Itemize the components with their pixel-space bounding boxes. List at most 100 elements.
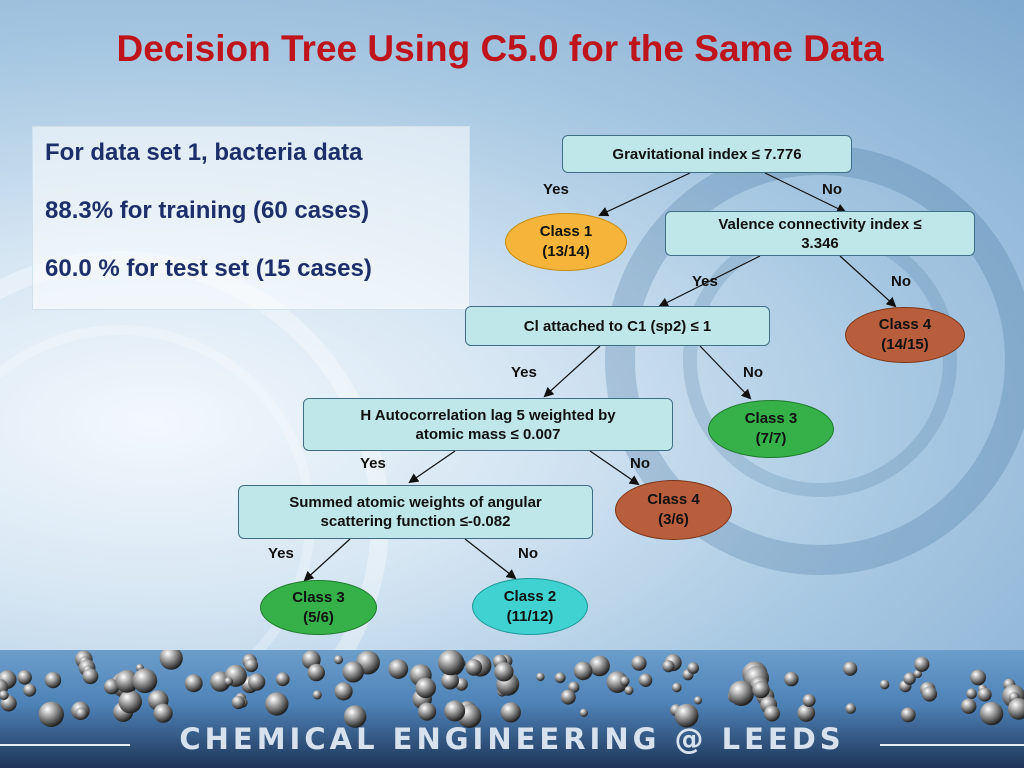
sphere-decoration <box>265 692 289 716</box>
edge-node2-node3 <box>658 255 761 307</box>
sphere-decoration <box>494 662 514 682</box>
sphere-decoration <box>465 659 483 676</box>
node-h-autocorrelation: H Autocorrelation lag 5 weighted by atom… <box>303 398 673 451</box>
sphere-decoration <box>977 687 992 702</box>
sphere-decoration <box>444 700 466 722</box>
sphere-decoration <box>784 671 799 687</box>
sphere-decoration <box>900 707 916 723</box>
info-dataset: For data set 1, bacteria data <box>45 139 363 166</box>
node-h-autocorrelation-line2: atomic mass ≤ 0.007 <box>415 425 561 443</box>
edge-node1-node2 <box>764 172 847 213</box>
sphere-decoration <box>845 703 856 714</box>
sphere-decoration <box>843 661 858 676</box>
info-box: For data set 1, bacteria data 88.3% for … <box>32 126 470 310</box>
edge-label-no: No <box>822 181 842 198</box>
sphere-decoration <box>23 683 37 697</box>
leaf-class4-b: Class 4 (3/6) <box>615 480 732 540</box>
sphere-decoration <box>802 694 816 707</box>
sphere-decoration <box>307 663 325 682</box>
sphere-decoration <box>75 707 88 720</box>
sphere-decoration <box>312 690 322 700</box>
edge-label-yes: Yes <box>268 545 294 562</box>
sphere-decoration <box>589 655 610 677</box>
leaf-class3-a: Class 3 (7/7) <box>708 400 834 458</box>
molecule-spheres <box>0 646 1024 728</box>
leaf-class4-b-count: (3/6) <box>658 511 689 528</box>
footer-rule-right <box>880 744 1024 746</box>
sphere-decoration <box>624 685 634 695</box>
node-h-autocorrelation-line1: H Autocorrelation lag 5 weighted by <box>360 406 616 424</box>
sphere-decoration <box>1007 698 1024 720</box>
sphere-decoration <box>961 698 977 714</box>
sphere-decoration <box>342 661 364 683</box>
leaf-class3-a-label: Class 3 <box>744 410 798 427</box>
node-gravitational-index: Gravitational index ≤ 7.776 <box>562 135 852 173</box>
slide-title: Decision Tree Using C5.0 for the Same Da… <box>116 28 884 69</box>
sphere-decoration <box>966 688 977 699</box>
footer-rule-left <box>0 744 130 746</box>
edge-label-no: No <box>518 545 538 562</box>
info-test: 60.0 % for test set (15 cases) <box>45 255 372 282</box>
sphere-decoration <box>662 660 675 673</box>
sphere-decoration <box>638 673 653 687</box>
sphere-decoration <box>536 672 545 682</box>
sphere-decoration <box>334 682 353 701</box>
edge-label-yes: Yes <box>360 455 386 472</box>
leaf-class4-b-label: Class 4 <box>647 491 700 508</box>
edge-label-yes: Yes <box>692 273 718 290</box>
sphere-decoration <box>674 703 699 728</box>
sphere-decoration <box>914 656 930 672</box>
sphere-decoration <box>184 674 203 693</box>
edge-node2-class4 <box>839 255 897 308</box>
sphere-decoration <box>797 704 816 722</box>
sphere-decoration <box>82 668 99 685</box>
footer-band <box>0 646 1024 768</box>
node-summed-atomic-weights: Summed atomic weights of angular scatter… <box>238 485 593 539</box>
sphere-decoration <box>334 655 343 665</box>
edge-node4-class4b <box>589 450 640 486</box>
leaf-class4-a-label: Class 4 <box>878 316 932 333</box>
node-cl-attached: Cl attached to C1 (sp2) ≤ 1 <box>465 306 770 346</box>
sphere-decoration <box>913 669 922 679</box>
sphere-decoration <box>441 671 459 690</box>
sphere-decoration <box>17 670 32 685</box>
sphere-decoration <box>159 646 183 670</box>
leaf-class4-a-count: (14/15) <box>881 336 929 353</box>
sphere-decoration <box>132 668 158 693</box>
sphere-decoration <box>687 662 699 674</box>
sphere-decoration <box>979 701 1004 726</box>
sphere-decoration <box>631 655 647 671</box>
sphere-decoration <box>418 702 437 721</box>
edge-node1-class1 <box>598 172 691 217</box>
sphere-decoration <box>438 649 464 676</box>
edge-node5-class3b <box>303 538 351 582</box>
sphere-decoration <box>554 672 566 684</box>
leaf-class1-label: Class 1 <box>539 223 593 240</box>
sphere-decoration <box>620 676 630 686</box>
edge-label-no: No <box>630 455 650 472</box>
sphere-decoration <box>153 703 173 723</box>
sphere-decoration <box>764 705 780 722</box>
footer-brand: CHEMICAL ENGINEERING @ LEEDS <box>179 722 845 756</box>
sphere-decoration <box>44 671 62 689</box>
leaf-class1: Class 1 (13/14) <box>505 213 627 271</box>
node-valence-label-line2: 3.346 <box>801 234 839 252</box>
sphere-decoration <box>921 686 938 702</box>
leaf-class2: Class 2 (11/12) <box>472 578 588 635</box>
sphere-decoration <box>672 682 682 693</box>
leaf-class1-count: (13/14) <box>542 243 590 260</box>
edge-node3-class3 <box>699 345 752 400</box>
edge-node4-node5 <box>408 450 456 484</box>
sphere-decoration <box>275 672 290 687</box>
leaf-class3-b: Class 3 (5/6) <box>260 580 377 635</box>
node-summed-atomic-line1: Summed atomic weights of angular <box>289 494 542 511</box>
sphere-decoration <box>728 680 754 706</box>
sphere-decoration <box>231 695 246 710</box>
sphere-decoration <box>0 690 9 701</box>
sphere-decoration <box>568 681 580 693</box>
sphere-decoration <box>500 702 521 723</box>
sphere-decoration <box>224 677 233 686</box>
edge-label-yes: Yes <box>543 181 569 198</box>
sphere-decoration <box>879 679 890 690</box>
